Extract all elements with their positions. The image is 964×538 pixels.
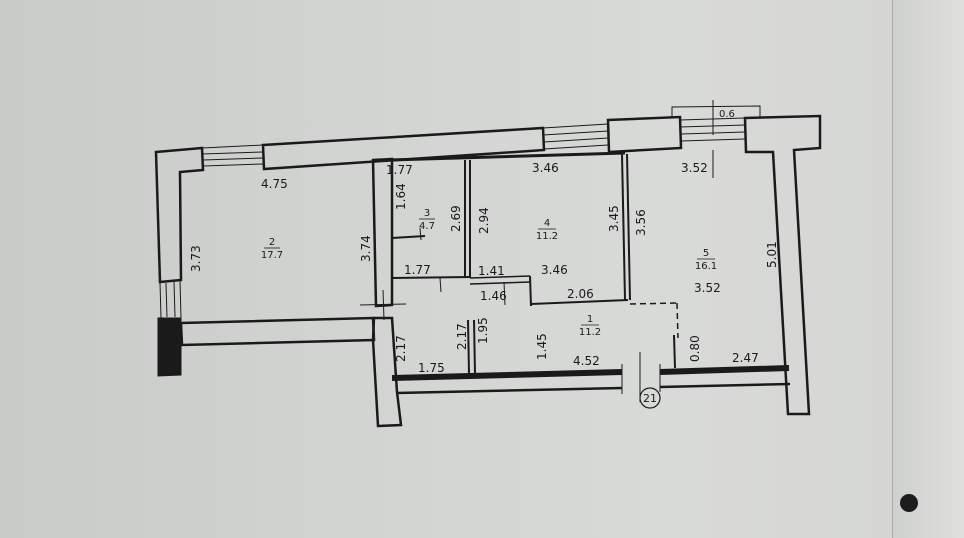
dim-352-mid: 3.52	[694, 281, 721, 295]
dim-374: 3.74	[359, 235, 373, 262]
dim-080: 0.80	[688, 335, 702, 362]
dim-475: 4.75	[261, 177, 288, 191]
svg-text:17.7: 17.7	[261, 250, 283, 261]
dim-217-mid: 2.17	[455, 323, 469, 350]
dim-345: 3.45	[607, 205, 621, 232]
dim-346-top: 3.46	[532, 161, 559, 175]
interior-walls	[359, 151, 679, 375]
room-5-label: 5 16.1	[695, 248, 717, 272]
dim-177-top: 1.77	[386, 163, 413, 177]
window-top-left	[201, 144, 264, 167]
dim-146: 1.46	[480, 289, 507, 303]
dim-452: 4.52	[573, 354, 600, 368]
dim-501: 5.01	[765, 241, 779, 268]
dim-352-top: 3.52	[681, 161, 708, 175]
dim-141: 1.41	[478, 264, 505, 278]
window-top-middle	[542, 123, 609, 150]
svg-text:2: 2	[269, 237, 275, 248]
paper-sheet	[0, 0, 892, 538]
dim-195: 1.95	[476, 317, 490, 344]
floor-plan: 4.75 3.73 3.74 1.77 1.64 2.69 1.77 3.46 …	[154, 100, 822, 428]
axis-marker	[639, 387, 661, 409]
axis-label: 21	[643, 392, 657, 405]
room-1-label: 1 11.2	[579, 314, 601, 338]
svg-text:16.1: 16.1	[695, 261, 717, 272]
dim-06: 0.6	[719, 109, 735, 120]
svg-text:5: 5	[703, 248, 709, 259]
wall-pier	[606, 115, 683, 154]
svg-text:3: 3	[424, 208, 430, 219]
dim-145: 1.45	[535, 333, 549, 360]
svg-text:4.7: 4.7	[419, 221, 435, 232]
outer-wall-bottom	[179, 316, 791, 428]
outer-wall-right	[743, 114, 822, 416]
outer-wall-top	[261, 126, 546, 171]
dim-164: 1.64	[394, 183, 408, 210]
dim-356: 3.56	[634, 209, 648, 236]
binder-hole	[900, 494, 918, 512]
dim-373: 3.73	[189, 245, 203, 272]
room-labels: 2 17.7 3 4.7 4 11.2 5 16.1 1 11.2	[261, 208, 717, 338]
dim-269: 2.69	[449, 205, 463, 232]
room-4-label: 4 11.2	[536, 218, 558, 242]
dim-175: 1.75	[418, 361, 445, 375]
dim-217-left: 2.17	[394, 335, 408, 362]
room-3-label: 3 4.7	[419, 208, 435, 232]
dimension-labels: 4.75 3.73 3.74 1.77 1.64 2.69 1.77 3.46 …	[189, 109, 779, 375]
svg-text:4: 4	[544, 218, 550, 229]
dim-247: 2.47	[732, 351, 759, 365]
dim-294: 2.94	[477, 207, 491, 234]
paper-next-page	[892, 0, 964, 538]
room-2-label: 2 17.7	[261, 237, 283, 261]
svg-text:11.2: 11.2	[579, 327, 601, 338]
dim-206: 2.06	[567, 287, 594, 301]
dim-177-mid: 1.77	[404, 263, 431, 277]
svg-text:1: 1	[587, 314, 593, 325]
window-top-right	[671, 100, 761, 178]
dim-346-mid: 3.46	[541, 263, 568, 277]
svg-text:11.2: 11.2	[536, 231, 558, 242]
